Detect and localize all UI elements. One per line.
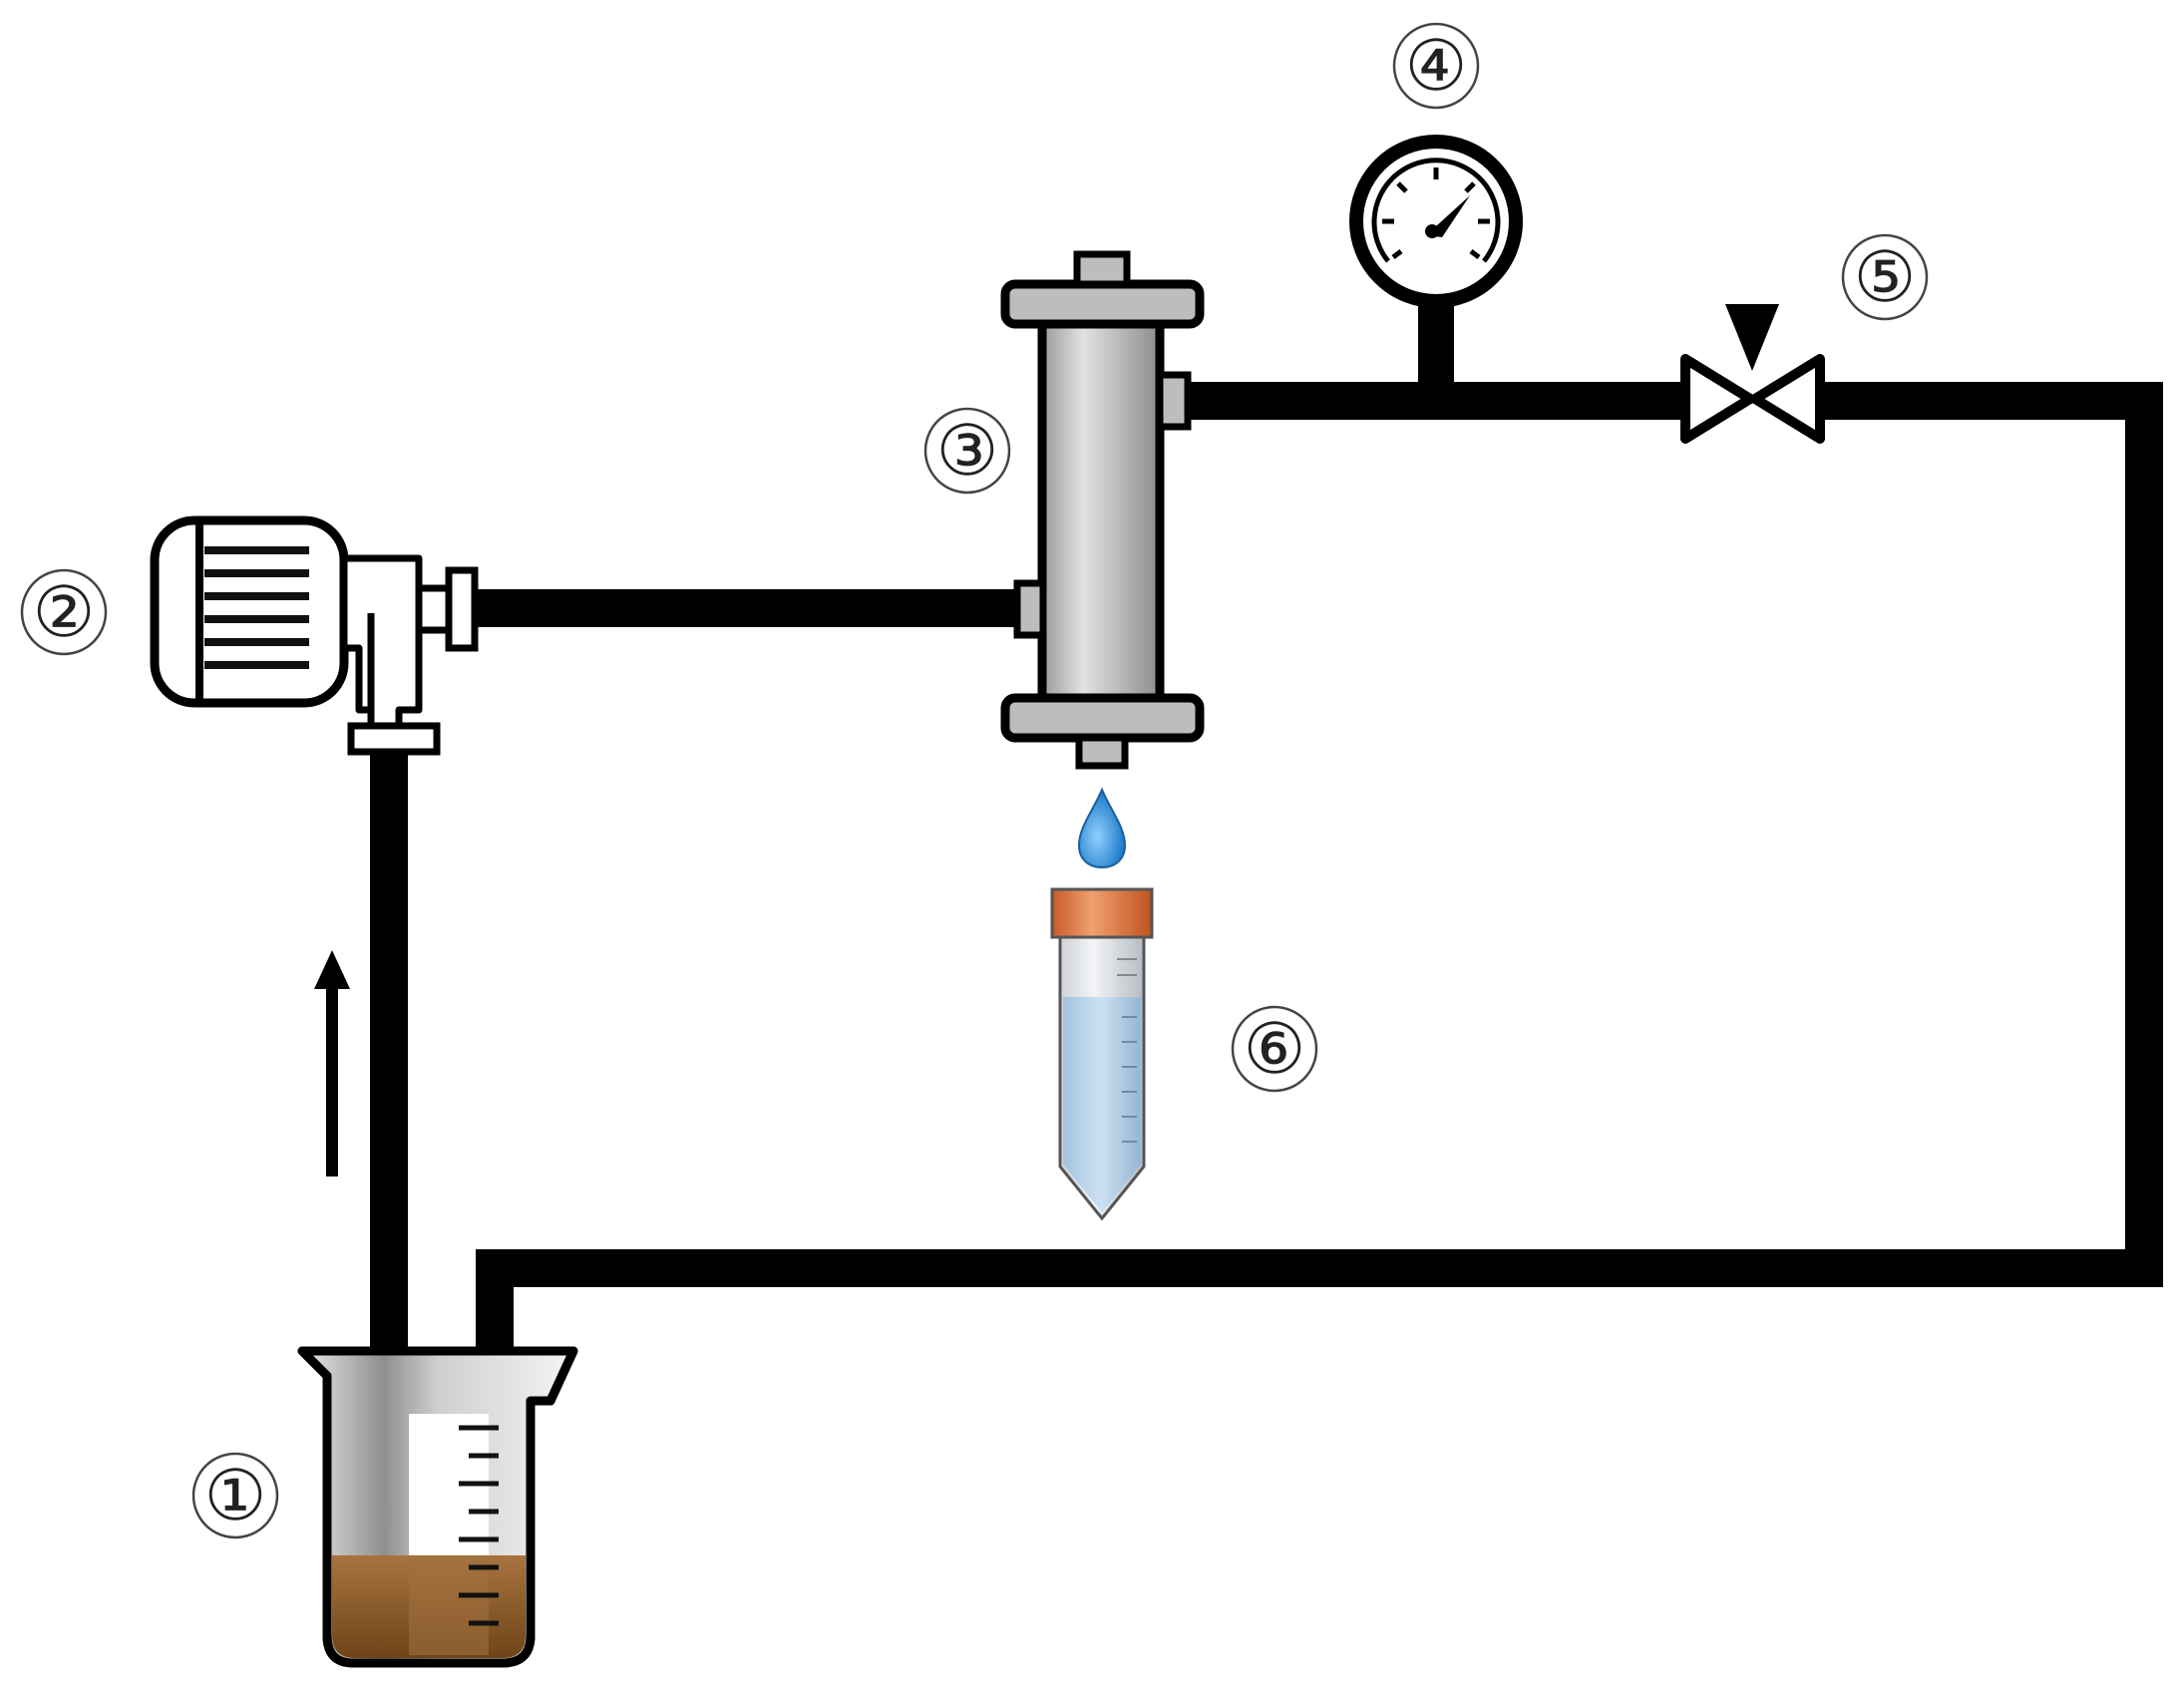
pressure-gauge-icon xyxy=(1349,135,1523,385)
label-pump: ② xyxy=(20,568,108,656)
beaker-icon xyxy=(297,1346,578,1668)
label-pump-text: ② xyxy=(33,571,96,653)
label-beaker: ① xyxy=(191,1452,279,1539)
label-valve-text: ⑤ xyxy=(1854,236,1917,318)
flow-arrow-icon xyxy=(314,950,350,1177)
label-collection-tube: ⑥ xyxy=(1231,1005,1318,1093)
label-pressure-gauge: ④ xyxy=(1392,22,1480,110)
collection-tube-icon xyxy=(1050,887,1154,1221)
pump-icon xyxy=(150,515,479,756)
filter-column-icon xyxy=(1000,250,1205,770)
label-filter-column: ③ xyxy=(923,407,1011,495)
label-filter-column-text: ③ xyxy=(936,410,999,492)
return-loop-pipe xyxy=(476,382,2163,1401)
label-collection-tube-text: ⑥ xyxy=(1244,1008,1306,1090)
valve-icon xyxy=(1680,304,1825,444)
label-beaker-text: ① xyxy=(204,1455,267,1536)
label-pressure-gauge-text: ④ xyxy=(1405,25,1468,107)
water-drop-icon xyxy=(1077,787,1127,869)
label-valve: ⑤ xyxy=(1841,233,1929,321)
